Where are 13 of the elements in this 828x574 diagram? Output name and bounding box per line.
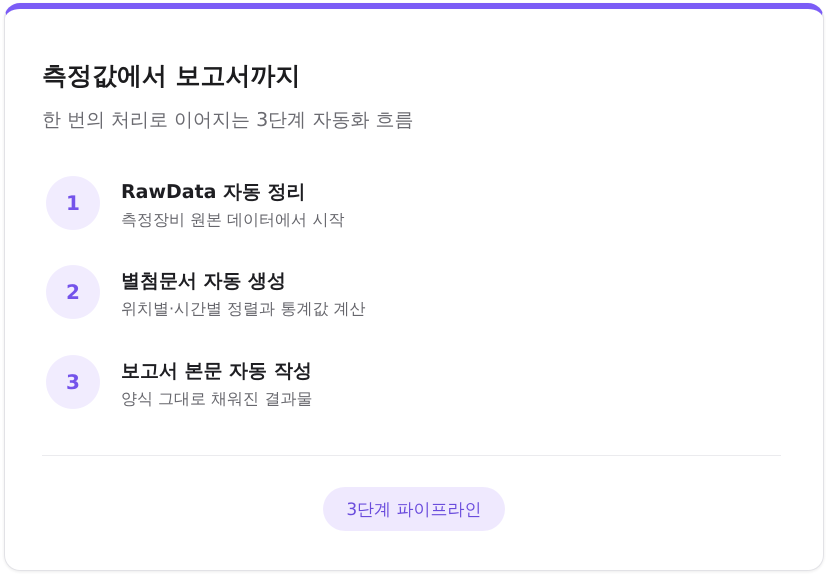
- step-number: 2: [46, 265, 100, 319]
- step-description: 위치별·시간별 정렬과 통계값 계산: [121, 298, 366, 320]
- card-subtitle: 한 번의 처리로 이어지는 3단계 자동화 흐름: [42, 108, 414, 133]
- card: [4, 3, 824, 571]
- step-number: 3: [46, 355, 100, 409]
- step-number: 1: [46, 176, 100, 230]
- step-description: 측정장비 원본 데이터에서 시작: [121, 209, 344, 231]
- step-title: 별첨문서 자동 생성: [121, 269, 286, 293]
- step-description: 양식 그대로 채워진 결과물: [121, 388, 312, 410]
- pipeline-tag: 3단계 파이프라인: [323, 487, 505, 531]
- step-title: 보고서 본문 자동 작성: [121, 359, 312, 383]
- step-title: RawData 자동 정리: [121, 180, 306, 204]
- card-title: 측정값에서 보고서까지: [42, 60, 301, 92]
